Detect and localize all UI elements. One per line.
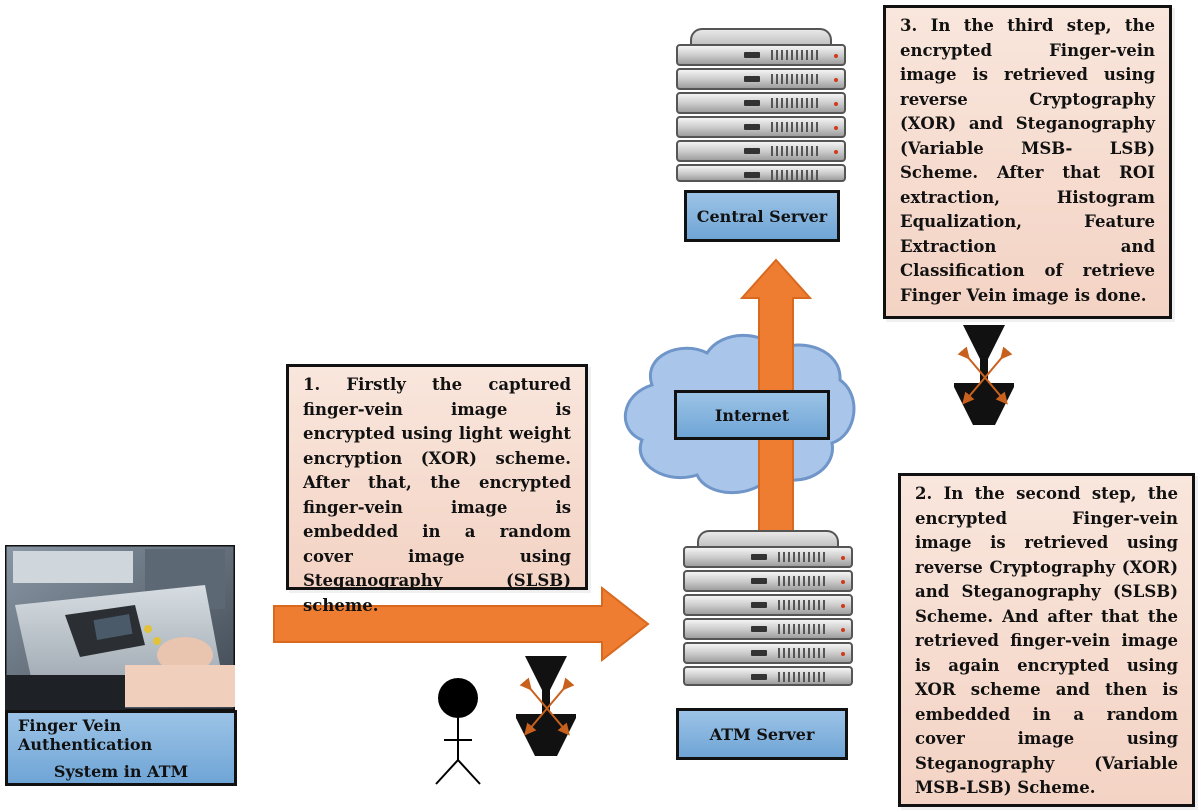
step-3-description: 3. In the third step, the encrypted Fing…	[883, 5, 1172, 319]
atm-system-label-line1: Finger Vein Authentication	[18, 715, 153, 754]
step-2-description: 2. In the second step, the encrypted Fin…	[898, 473, 1195, 807]
step-1-description: 1. Firstly the captured finger-vein imag…	[286, 364, 588, 615]
atm-finger-scanner-photo	[5, 545, 235, 710]
central-server-icon	[676, 28, 846, 183]
stick-figure-icon	[435, 678, 481, 785]
central-server-label: Central Server	[684, 190, 840, 242]
atm-system-label: Finger Vein Authentication System in ATM	[5, 710, 237, 786]
crossed-arrow-icon	[954, 325, 1014, 425]
atm-server-icon	[683, 530, 853, 688]
rightward-arrow-icon	[273, 586, 650, 662]
internet-label: Internet	[674, 390, 830, 440]
crossed-arrow-icon	[516, 656, 576, 756]
atm-server-label: ATM Server	[676, 708, 848, 760]
atm-system-label-line2: System in ATM	[53, 761, 189, 781]
